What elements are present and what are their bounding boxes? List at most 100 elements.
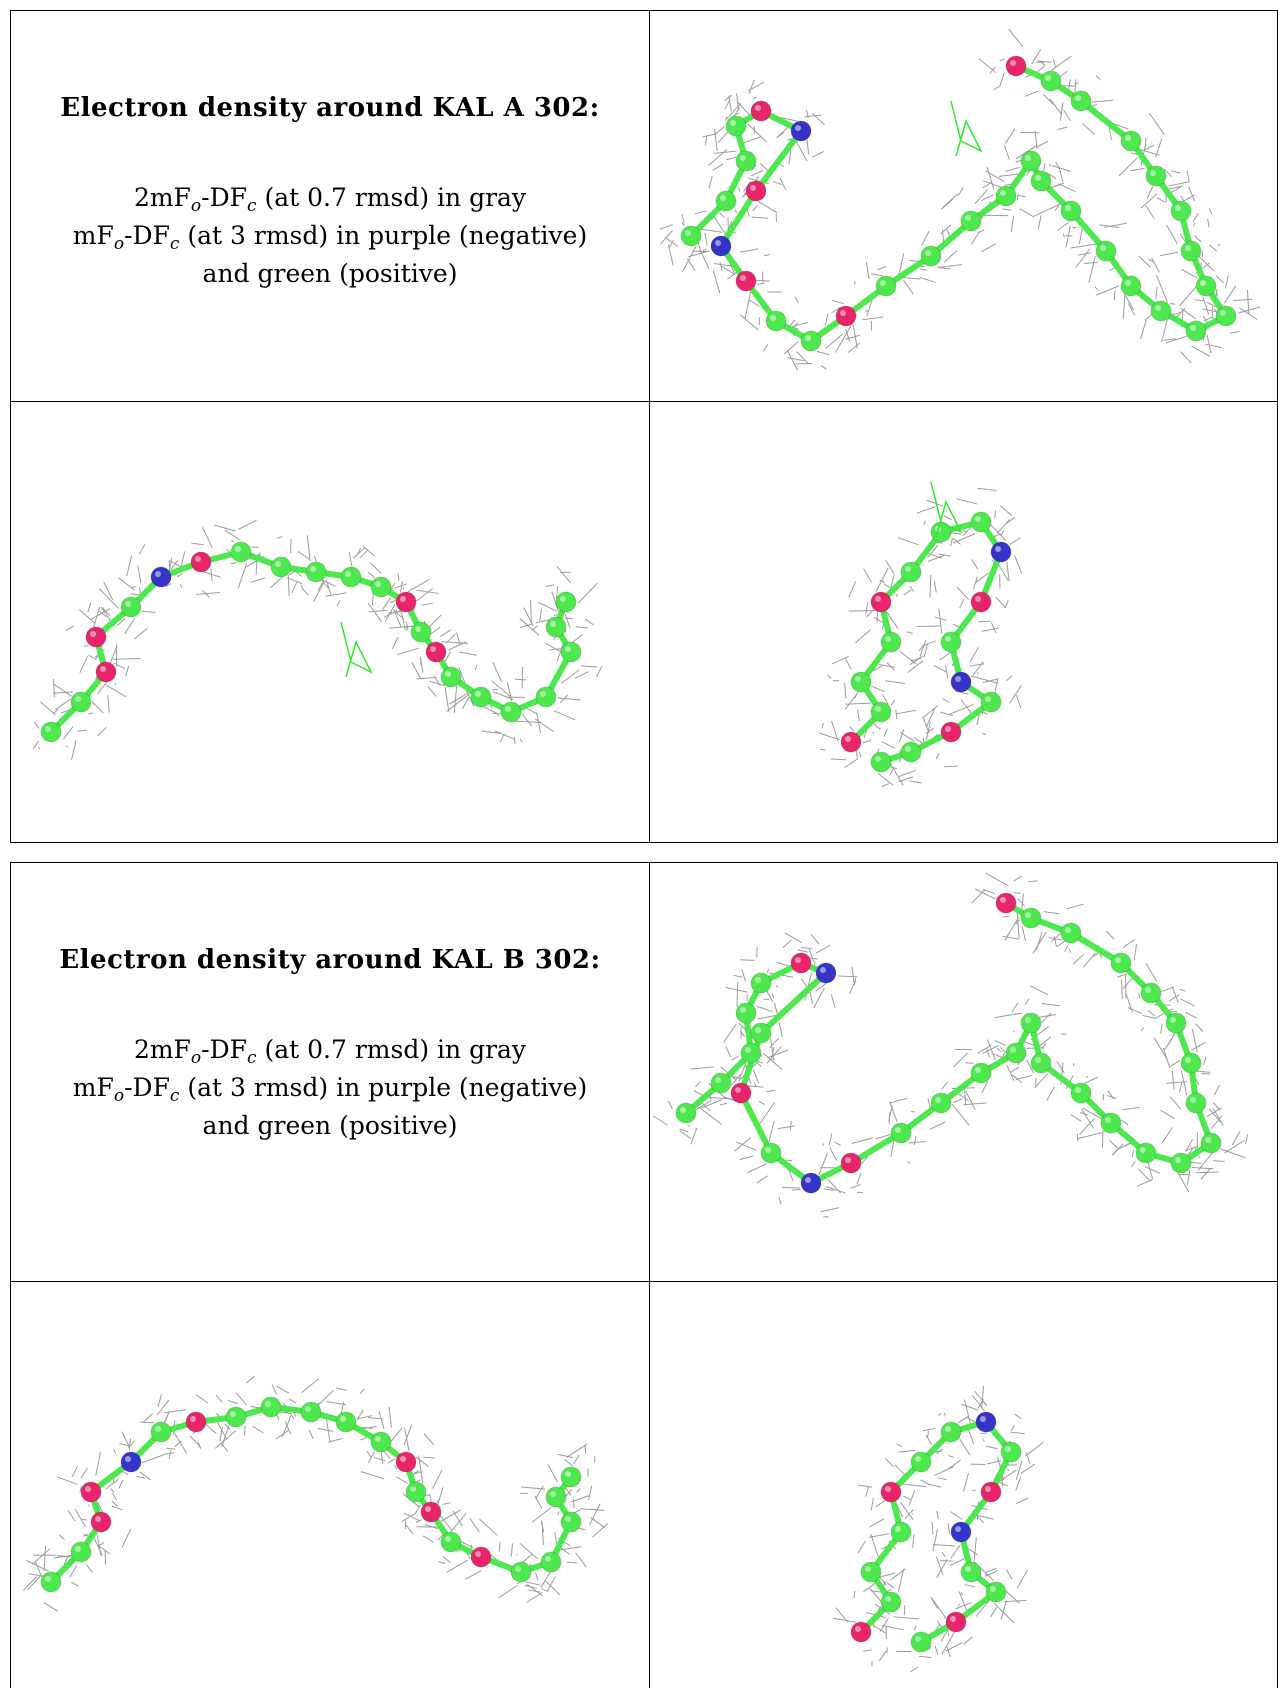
carbon-atom	[875, 275, 897, 297]
carbon-atom	[540, 1551, 562, 1573]
carbon-atom	[940, 1421, 962, 1443]
molecule-render	[652, 872, 1249, 1218]
carbon-atom	[750, 972, 772, 994]
carbon-atom	[1060, 922, 1082, 944]
carbon-atom	[370, 1431, 392, 1453]
carbon-atom	[40, 721, 62, 743]
carbon-atom	[1095, 240, 1117, 262]
carbon-atom	[1020, 1012, 1042, 1034]
carbon-atom	[510, 1561, 532, 1583]
carbon-atom	[970, 1062, 992, 1084]
oxygen-atom	[420, 1501, 442, 1523]
carbon-atom	[1215, 305, 1237, 327]
carbon-atom	[40, 1571, 62, 1593]
carbon-atom	[735, 150, 757, 172]
carbon-atom	[70, 691, 92, 713]
carbon-atom	[920, 245, 942, 267]
panel-kal-b: Electron density around KAL B 302: 2mFo-…	[10, 862, 1278, 1688]
panel-title: Electron density around KAL A 302:	[60, 93, 600, 123]
oxygen-atom	[840, 1152, 862, 1174]
legend-line-2: mFo-DFc (at 3 rmsd) in purple (negative)	[72, 221, 588, 254]
carbon-atom	[560, 1466, 582, 1488]
carbon-atom	[300, 1401, 322, 1423]
divider-horizontal	[11, 401, 1277, 402]
oxygen-atom	[940, 721, 962, 743]
carbon-atom	[995, 185, 1017, 207]
carbon-atom	[1070, 1082, 1092, 1104]
atoms	[675, 892, 1222, 1194]
legend-line-3: and green (positive)	[202, 259, 458, 288]
carbon-atom	[120, 596, 142, 618]
carbon-atom	[1020, 907, 1042, 929]
molecule-render	[819, 481, 1023, 788]
carbon-atom	[870, 701, 892, 723]
description-b: Electron density around KAL B 302: 2mFo-…	[11, 945, 649, 1145]
carbon-atom	[900, 561, 922, 583]
carbon-atom	[1180, 1052, 1202, 1074]
carbon-atom	[760, 1142, 782, 1164]
carbon-atom	[1030, 170, 1052, 192]
oxygen-atom	[850, 1621, 872, 1643]
density-image-b-top-right	[651, 863, 1277, 1281]
carbon-atom	[800, 330, 822, 352]
carbon-atom	[1000, 1441, 1022, 1463]
positive-density	[930, 481, 963, 538]
oxygen-atom	[790, 952, 812, 974]
carbon-atom	[410, 621, 432, 643]
carbon-atom	[880, 631, 902, 653]
carbon-atom	[270, 556, 292, 578]
carbon-atom	[715, 190, 737, 212]
density-image-a-bottom-right	[651, 402, 1277, 842]
carbon-atom	[70, 1541, 92, 1563]
carbon-atom	[1135, 1142, 1157, 1164]
carbon-atom	[225, 1406, 247, 1428]
oxygen-atom	[190, 551, 212, 573]
oxygen-atom	[395, 591, 417, 613]
molecule-render	[832, 1386, 1044, 1673]
carbon-atom	[1110, 952, 1132, 974]
atoms	[850, 1411, 1022, 1653]
oxygen-atom	[425, 641, 447, 663]
panel-kal-a: Electron density around KAL A 302: 2mFo-…	[10, 10, 1278, 843]
atoms	[40, 1396, 582, 1593]
oxygen-atom	[80, 1481, 102, 1503]
legend-line-3: and green (positive)	[202, 1111, 458, 1140]
carbon-atom	[545, 1486, 567, 1508]
positive-density	[950, 100, 983, 157]
nitrogen-atom	[150, 566, 172, 588]
carbon-atom	[1180, 240, 1202, 262]
carbon-atom	[930, 1092, 952, 1114]
carbon-atom	[1185, 1092, 1207, 1114]
description-a: Electron density around KAL A 302: 2mFo-…	[11, 93, 649, 293]
oxygen-atom	[185, 1411, 207, 1433]
carbon-atom	[1200, 1132, 1222, 1154]
positive-density	[340, 621, 373, 678]
carbon-atom	[735, 1002, 757, 1024]
oxygen-atom	[1005, 55, 1027, 77]
density-image-b-bottom-right	[651, 1282, 1277, 1688]
molecule-render	[659, 28, 1261, 371]
carbon-atom	[1060, 200, 1082, 222]
density-image-b-bottom-left	[11, 1282, 649, 1688]
oxygen-atom	[835, 305, 857, 327]
oxygen-atom	[870, 591, 892, 613]
nitrogen-atom	[800, 1172, 822, 1194]
nitrogen-atom	[975, 1411, 997, 1433]
carbon-atom	[960, 1561, 982, 1583]
carbon-atom	[440, 666, 462, 688]
molecule-render	[23, 1375, 609, 1612]
oxygen-atom	[395, 1451, 417, 1473]
carbon-atom	[405, 1481, 427, 1503]
density-mesh	[32, 519, 603, 760]
carbon-atom	[750, 1022, 772, 1044]
carbon-atom	[545, 616, 567, 638]
carbon-atom	[860, 1561, 882, 1583]
carbon-atom	[910, 1631, 932, 1653]
carbon-atom	[725, 115, 747, 137]
legend-line-2: mFo-DFc (at 3 rmsd) in purple (negative)	[72, 1073, 588, 1106]
carbon-atom	[1120, 130, 1142, 152]
carbon-atom	[1170, 200, 1192, 222]
oxygen-atom	[90, 1511, 112, 1533]
oxygen-atom	[980, 1481, 1002, 1503]
oxygen-atom	[745, 180, 767, 202]
